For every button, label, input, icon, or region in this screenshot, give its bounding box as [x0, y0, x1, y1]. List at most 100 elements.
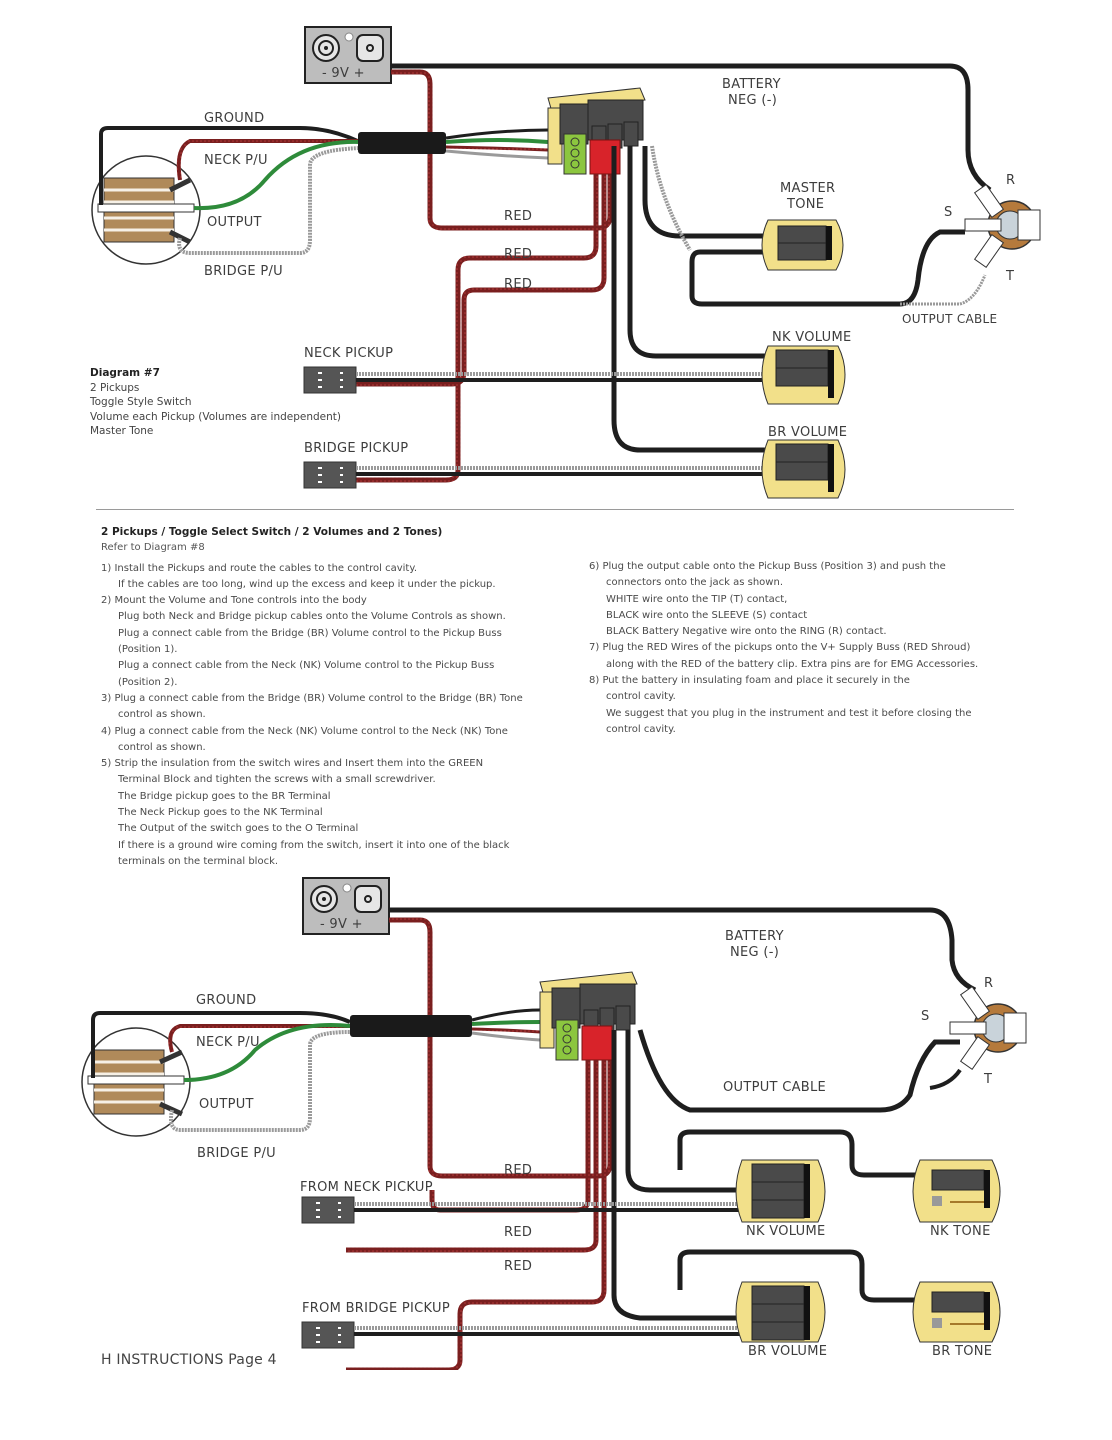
instructions-left-column: 2 Pickups / Toggle Select Switch / 2 Vol…: [101, 524, 571, 870]
legend-line: Toggle Style Switch: [90, 396, 192, 408]
label-nk-volume: NK VOLUME: [746, 1224, 826, 1239]
label-red-2: RED: [504, 1225, 532, 1240]
step-detail: control cavity.: [606, 691, 676, 703]
step-5: 5) Strip the insulation from the switch …: [101, 758, 484, 770]
battery-positive-terminal-icon: [356, 34, 384, 62]
legend-line: Master Tone: [90, 425, 154, 437]
output-jack: [964, 184, 1041, 268]
label-neck-pu: NECK P/U: [196, 1035, 260, 1050]
step-detail: (Position 1).: [118, 644, 178, 656]
step-4: 4) Plug a connect cable from the Neck (N…: [101, 725, 508, 737]
step-detail: connectors onto the jack as shown.: [606, 577, 783, 589]
label-from-bridge-pickup: FROM BRIDGE PICKUP: [302, 1301, 450, 1316]
nk-tone-pot: [912, 1159, 1001, 1223]
battery-clip: - 9V +: [304, 26, 392, 84]
master-tone-pot: [761, 219, 844, 271]
label-neck-pu: NECK P/U: [204, 153, 268, 168]
bridge-pickup-connector: [301, 1321, 355, 1349]
section-divider: [96, 509, 1014, 510]
step-detail: If there is a ground wire coming from th…: [118, 839, 510, 851]
green-terminal-block: [555, 1019, 579, 1061]
bridge-pu-wire: [177, 146, 361, 255]
battery-label: - 9V +: [322, 66, 365, 81]
label-bridge-pu: BRIDGE P/U: [204, 264, 283, 279]
step-detail: WHITE wire onto the TIP (T) contact,: [606, 593, 788, 605]
output-cable: [689, 229, 965, 307]
step-detail: Plug both Neck and Bridge pickup cables …: [118, 611, 506, 623]
label-output-cable: OUTPUT CABLE: [902, 312, 997, 326]
step-detail: The Output of the switch goes to the O T…: [118, 823, 359, 835]
label-red-1: RED: [504, 1163, 532, 1178]
battery-positive-terminal-icon: [354, 885, 382, 913]
step-detail: along with the RED of the battery clip. …: [606, 658, 979, 670]
output-jack: [949, 986, 1027, 1070]
label-jack-tip: T: [983, 1072, 992, 1087]
br-volume-pot: [761, 439, 846, 499]
label-nk-volume: NK VOLUME: [772, 330, 852, 345]
label-jack-ring: R: [984, 976, 993, 991]
battery-label: - 9V +: [320, 917, 363, 932]
label-bridge-pickup: BRIDGE PICKUP: [304, 441, 408, 456]
label-red-3: RED: [504, 1259, 532, 1274]
wiring-diagram-8: - 9V +: [81, 877, 1027, 1370]
label-ground: GROUND: [204, 111, 264, 126]
br-tone-pot: [912, 1281, 1001, 1343]
diagram-7-legend: Diagram #7 2 Pickups Toggle Style Switch…: [90, 366, 341, 439]
step-detail: BLACK Battery Negative wire onto the RIN…: [606, 626, 887, 638]
step-detail: Plug a connect cable from the Neck (NK) …: [118, 660, 495, 672]
label-jack-sleeve: S: [921, 1009, 930, 1024]
label-battery-neg-1: BATTERY: [725, 929, 784, 944]
step-detail: If the cables are too long, wind up the …: [118, 578, 496, 590]
shrink-tube: [358, 132, 446, 154]
step-detail: We suggest that you plug in the instrume…: [606, 707, 972, 719]
label-br-volume: BR VOLUME: [768, 425, 847, 440]
step-detail: control as shown.: [118, 709, 206, 721]
step-8: 8) Put the battery in insulating foam an…: [589, 675, 910, 687]
instructions-heading: 2 Pickups / Toggle Select Switch / 2 Vol…: [101, 526, 443, 538]
label-battery-neg-2: NEG (-): [730, 945, 779, 960]
label-from-neck-pickup: FROM NECK PICKUP: [300, 1180, 433, 1195]
step-6: 6) Plug the output cable onto the Pickup…: [589, 561, 946, 572]
label-br-volume: BR VOLUME: [748, 1344, 827, 1359]
nk-volume-pot: [735, 1159, 826, 1223]
instructions-subheading: Refer to Diagram #8: [101, 542, 205, 554]
label-output: OUTPUT: [199, 1097, 254, 1112]
green-terminal-block: [563, 133, 587, 175]
label-bridge-pu: BRIDGE P/U: [197, 1146, 276, 1161]
label-red-3: RED: [504, 277, 532, 292]
label-output: OUTPUT: [207, 215, 262, 230]
step-detail: The Bridge pickup goes to the BR Termina…: [118, 790, 331, 802]
label-jack-ring: R: [1006, 173, 1015, 188]
step-detail: control as shown.: [118, 741, 206, 753]
step-detail: terminals on the terminal block.: [118, 855, 279, 867]
legend-line: 2 Pickups: [90, 381, 140, 394]
label-master-tone-1: MASTER: [780, 181, 835, 196]
step-detail: The Neck Pickup goes to the NK Terminal: [118, 807, 323, 819]
label-battery-neg-2: NEG (-): [728, 93, 777, 108]
label-jack-tip: T: [1005, 269, 1014, 284]
ground-wire: [99, 126, 361, 205]
step-detail: BLACK wire onto the SLEEVE (S) contact: [606, 609, 808, 621]
pickup-buss-board: [539, 971, 638, 1061]
pickup-buss-board: [547, 87, 646, 175]
shrink-tube: [350, 1015, 472, 1037]
ground-wire: [91, 1011, 351, 1078]
label-ground: GROUND: [196, 993, 256, 1008]
step-detail: control cavity.: [606, 723, 676, 735]
label-br-tone: BR TONE: [932, 1344, 992, 1359]
step-3: 3) Plug a connect cable from the Bridge …: [101, 692, 523, 704]
label-red-1: RED: [504, 209, 532, 224]
bridge-pu-wire: [169, 1030, 351, 1132]
page-footer: H INSTRUCTIONS Page 4: [101, 1352, 277, 1368]
output-cable: [637, 1029, 960, 1113]
battery-clip: - 9V +: [302, 877, 390, 935]
battery-negative-wire: [389, 907, 977, 993]
neck-pickup-connector: [301, 1196, 355, 1224]
legend-line: Volume each Pickup (Volumes are independ…: [90, 410, 342, 423]
label-red-2: RED: [504, 247, 532, 262]
battery-red-wire: [391, 69, 613, 231]
wiring-diagram-7: - 9V +: [91, 26, 1041, 499]
step-1: 1) Install the Pickups and route the cab…: [101, 562, 417, 574]
step-7: 7) Plug the RED Wires of the pickups ont…: [589, 642, 971, 654]
